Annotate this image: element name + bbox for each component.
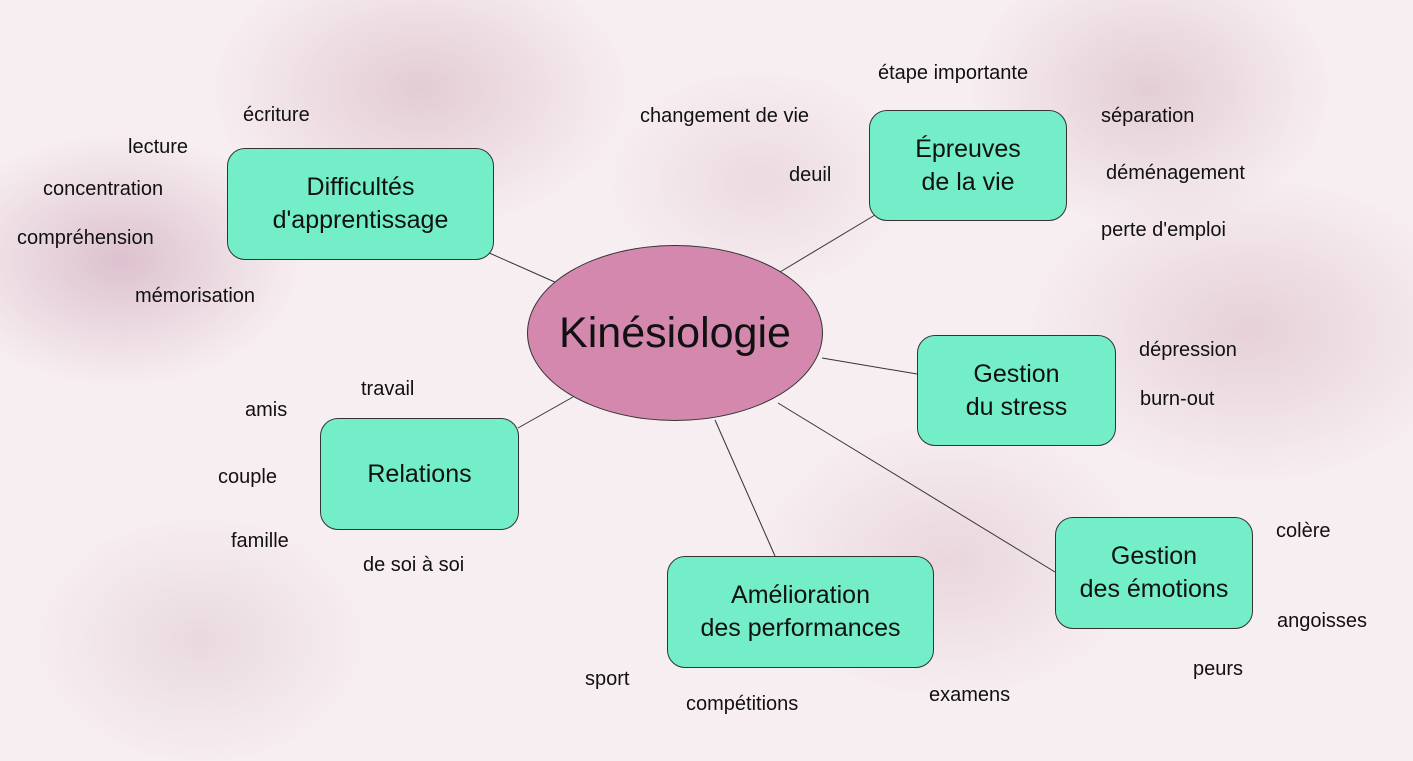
word: compréhension	[17, 227, 154, 249]
word: déménagement	[1106, 162, 1245, 184]
node-relations: Relations	[320, 418, 519, 530]
node-apprentissage: Difficultés d'apprentissage	[227, 148, 494, 260]
node-emotions: Gestion des émotions	[1055, 517, 1253, 629]
link-relations	[517, 396, 574, 429]
word: couple	[218, 466, 277, 488]
word: famille	[231, 530, 289, 552]
word: angoisses	[1277, 610, 1368, 632]
word: séparation	[1101, 105, 1195, 127]
word: examens	[929, 684, 1011, 706]
word: écriture	[243, 104, 310, 126]
word: colère	[1276, 520, 1331, 542]
word: sport	[585, 668, 630, 690]
link-apprentissage	[486, 251, 558, 284]
word: deuil	[789, 164, 832, 186]
link-emotions	[777, 402, 1056, 573]
link-performances	[714, 419, 776, 557]
link-stress	[821, 357, 918, 375]
node-stress: Gestion du stress	[917, 335, 1116, 446]
word: dépression	[1139, 339, 1237, 361]
word: changement de vie	[640, 105, 810, 127]
node-performances: Amélioration des performances	[667, 556, 934, 668]
word: étape importante	[878, 62, 1029, 84]
link-epreuves	[779, 214, 876, 273]
word: amis	[245, 399, 288, 421]
word: compétitions	[686, 693, 799, 715]
central-topic: Kinésiologie	[527, 245, 823, 421]
word: peurs	[1193, 658, 1244, 680]
word: travail	[361, 378, 415, 400]
word: burn-out	[1140, 388, 1215, 410]
word: perte d'emploi	[1101, 219, 1226, 241]
word: de soi à soi	[363, 554, 465, 576]
node-epreuves: Épreuves de la vie	[869, 110, 1067, 221]
word: lecture	[128, 136, 189, 158]
word: mémorisation	[135, 285, 256, 307]
word: concentration	[43, 178, 164, 200]
